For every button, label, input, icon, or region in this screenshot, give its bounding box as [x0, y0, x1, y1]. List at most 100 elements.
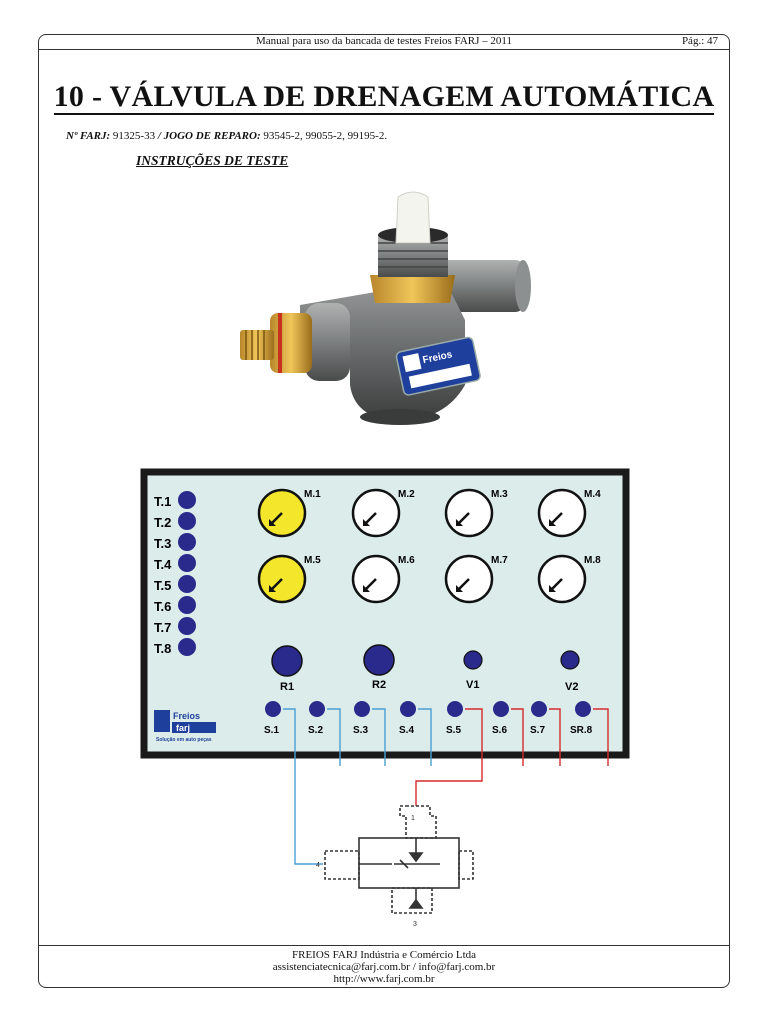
tap-label-4: T.4 [154, 557, 172, 572]
repair-kit-value: 93545-2, 99055-2, 99195-2. [260, 130, 388, 142]
logo-tagline: Solução em auto peças [156, 737, 212, 743]
valve-label-v2: V2 [565, 681, 578, 693]
freios-farj-logo: Freios farj Solução em auto peças [154, 710, 216, 743]
tap-dot-2[interactable] [178, 512, 196, 530]
tap-dot-8[interactable] [178, 638, 196, 656]
tap-dot-6[interactable] [178, 596, 196, 614]
outlet-pipe [435, 260, 525, 312]
output-dot-4[interactable] [400, 701, 416, 717]
tap-label-7: T.7 [154, 620, 171, 635]
output-label-3: S.3 [353, 725, 368, 736]
gauge-label-m1: M.1 [304, 489, 321, 500]
page-number: Pág.: 47 [681, 35, 718, 47]
farj-label: Nº FARJ: [66, 130, 111, 142]
gauge-label-m7: M.7 [491, 555, 508, 566]
gauge-m8: M.8 [537, 554, 601, 604]
red-line-s6 [511, 708, 524, 766]
output-dot-3[interactable] [354, 701, 370, 717]
output-dot-7[interactable] [531, 701, 547, 717]
gauge-label-m5: M.5 [304, 555, 321, 566]
instructions-heading: INSTRUÇÕES DE TESTE [136, 153, 289, 168]
output-dot-1[interactable] [265, 701, 281, 717]
tap-column: T.1 T.2 T.3 T.4 T.5 T.6 T.7 T.8 [154, 491, 196, 656]
valve-v1[interactable]: V1 [463, 650, 483, 691]
red-line-s7 [549, 708, 561, 766]
tap-dot-4[interactable] [178, 554, 196, 572]
blue-line-s4 [418, 708, 432, 766]
gauge-label-m3: M.3 [491, 489, 508, 500]
regulator-label-r1: R1 [280, 681, 294, 693]
logo-line1: Freios [173, 711, 200, 721]
gauge-label-m8: M.8 [584, 555, 601, 566]
red-line-s5 [415, 708, 483, 806]
brand-tag: Freios [395, 336, 481, 396]
blue-line-s1 [283, 708, 323, 865]
gauge-label-m2: M.2 [398, 489, 415, 500]
logo-line2: farj [176, 723, 190, 733]
tap-label-6: T.6 [154, 599, 171, 614]
threaded-end [240, 330, 274, 360]
test-bench-diagram: T.1 T.2 T.3 T.4 T.5 T.6 T.7 T.8 M.1 M.2 … [140, 468, 630, 928]
tap-dot-3[interactable] [178, 533, 196, 551]
tap-dot-7[interactable] [178, 617, 196, 635]
gauge-m1: M.1 [257, 488, 321, 538]
gauge-m6: M.6 [351, 554, 415, 604]
red-line-sr8 [593, 708, 609, 766]
repair-kit-label: / JOGO DE REPARO: [157, 130, 261, 142]
regulator-label-r2: R2 [372, 679, 386, 691]
output-label-8: SR.8 [570, 725, 593, 736]
output-label-6: S.6 [492, 725, 507, 736]
gauge-m3: M.3 [444, 488, 508, 538]
output-label-4: S.4 [399, 725, 414, 736]
top-brass-nut [370, 275, 455, 303]
output-dot-5[interactable] [447, 701, 463, 717]
gauge-label-m6: M.6 [398, 555, 415, 566]
farj-value: 91325-33 [110, 130, 158, 142]
output-label-2: S.2 [308, 725, 323, 736]
brass-fitting [270, 313, 312, 373]
tap-label-2: T.2 [154, 515, 171, 530]
gauge-m5: M.5 [257, 554, 321, 604]
header-text: Manual para uso da bancada de testes Fre… [256, 35, 512, 47]
valve-v2[interactable]: V2 [560, 650, 580, 693]
output-dot-8[interactable] [575, 701, 591, 717]
valve-schematic [324, 805, 474, 914]
product-photo: Freios [240, 191, 531, 425]
white-plunger [395, 191, 431, 244]
footer: FREIOS FARJ Indústria e Comércio Ltda as… [0, 949, 768, 985]
port-label-3: 3 [413, 921, 417, 928]
tap-dot-1[interactable] [178, 491, 196, 509]
hose-lines [283, 708, 609, 865]
gauge-m4: M.4 [537, 488, 601, 538]
port-label-4: 4 [316, 862, 320, 869]
output-label-1: S.1 [264, 725, 279, 736]
tap-label-8: T.8 [154, 641, 171, 656]
outputs-row: S.1 S.2 S.3 S.4 S.5 S.6 S.7 SR.8 [264, 701, 593, 736]
output-label-7: S.7 [530, 725, 545, 736]
blue-line-s3 [372, 708, 386, 766]
page-frame [38, 34, 730, 988]
regulator-r1[interactable]: R1 [271, 645, 303, 693]
tap-label-3: T.3 [154, 536, 171, 551]
footer-company: FREIOS FARJ Indústria e Comércio Ltda [291, 949, 477, 961]
output-dot-6[interactable] [493, 701, 509, 717]
gauge-m2: M.2 [351, 488, 415, 538]
valve-label-v1: V1 [466, 679, 479, 691]
footer-website[interactable]: http://www.farj.com.br [333, 973, 435, 985]
footer-divider [38, 945, 730, 946]
blue-line-s2 [327, 708, 341, 766]
output-label-5: S.5 [446, 725, 461, 736]
page-title-text: 10 - VÁLVULA DE DRENAGEM AUTOMÁTICA [53, 80, 715, 115]
output-dot-2[interactable] [309, 701, 325, 717]
gauge-m7: M.7 [444, 554, 508, 604]
footer-emails[interactable]: assistenciatecnica@farj.com.br / info@fa… [272, 961, 496, 973]
tap-label-5: T.5 [154, 578, 171, 593]
page-title: 10 - VÁLVULA DE DRENAGEM AUTOMÁTICA [0, 80, 768, 115]
regulator-r2[interactable]: R2 [363, 644, 395, 691]
tap-label-1: T.1 [154, 494, 171, 509]
hex-nut [305, 303, 350, 381]
header-divider [38, 49, 730, 50]
port-label-1: 1 [411, 815, 415, 822]
tap-dot-5[interactable] [178, 575, 196, 593]
part-references: Nº FARJ: 91325-33 / JOGO DE REPARO: 9354… [66, 130, 387, 142]
